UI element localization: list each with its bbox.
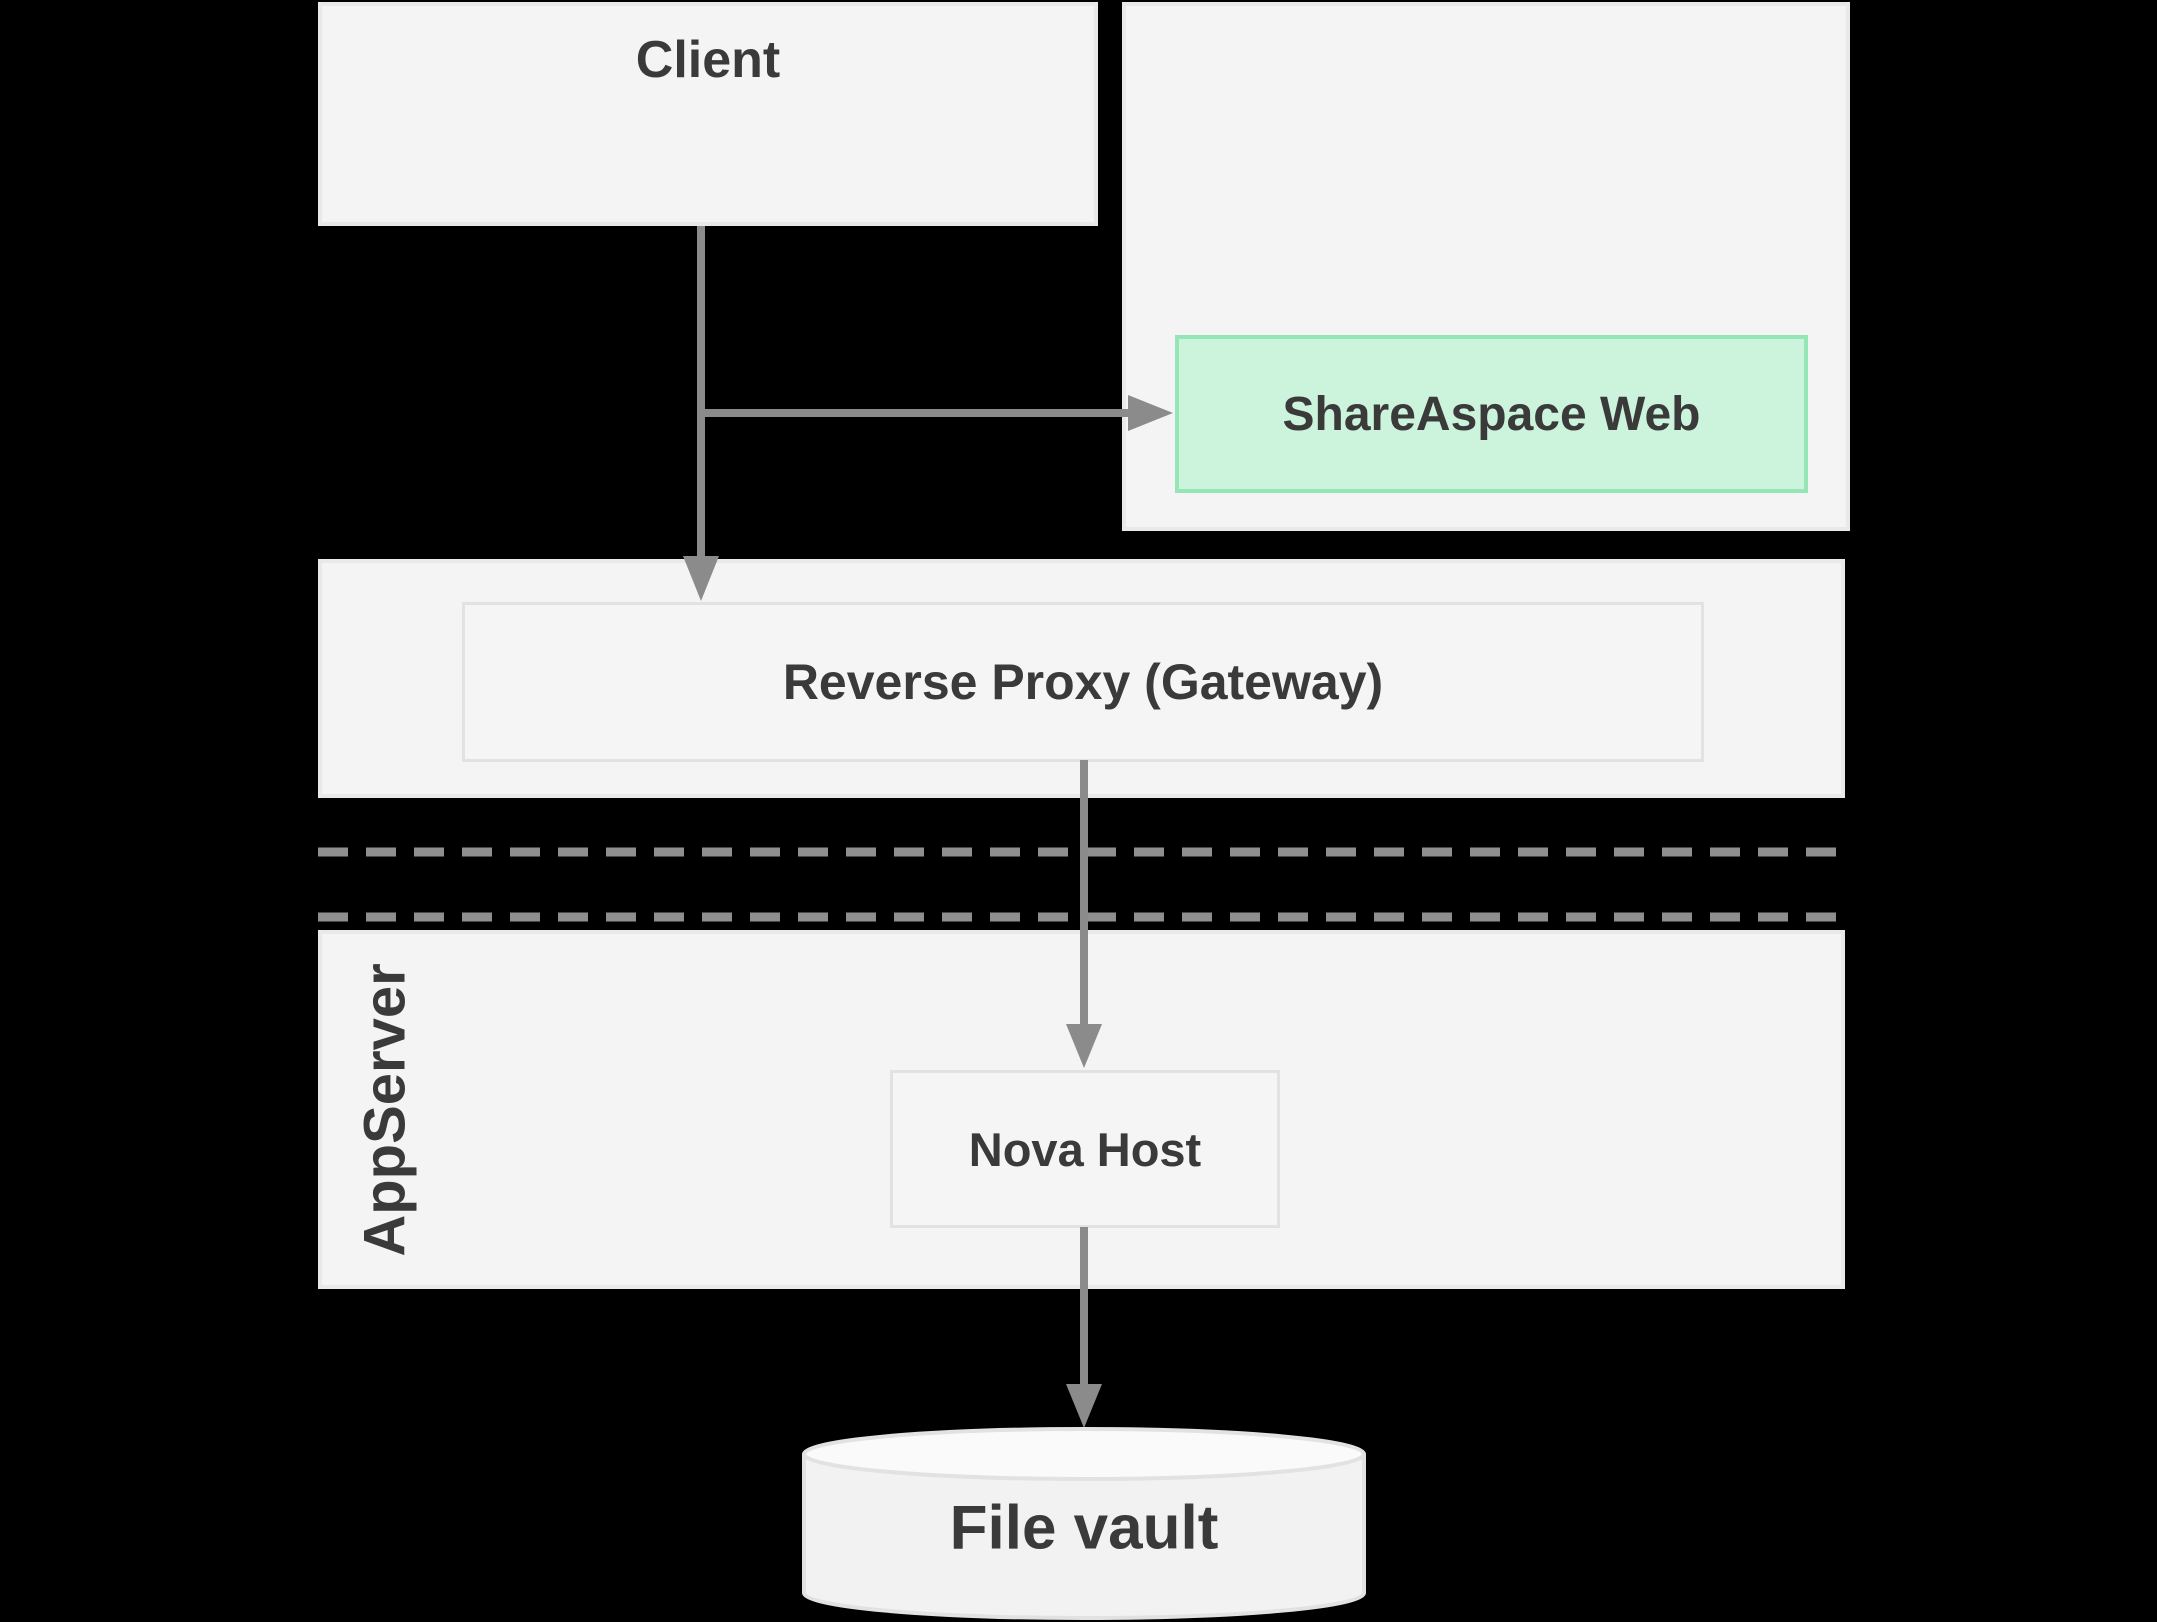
reverse-proxy-label: Reverse Proxy (Gateway) <box>782 654 1384 710</box>
nova-host-label: Nova Host <box>968 1122 1202 1176</box>
arrow-client-to-shareaspace-web <box>701 395 1173 431</box>
appserver-label: AppServer <box>352 963 418 1257</box>
node-nova-host: Nova Host <box>890 1070 1280 1228</box>
client-label: Client <box>635 31 781 89</box>
arrow-client-to-reverse-proxy <box>683 226 719 601</box>
file-vault-label: File vault <box>949 1493 1219 1563</box>
node-shareaspace-web: ShareAspace Web <box>1175 335 1808 493</box>
shareaspace-web-label: ShareAspace Web <box>1282 387 1701 441</box>
arrowhead-down-icon <box>1066 1384 1102 1428</box>
node-reverse-proxy: Reverse Proxy (Gateway) <box>462 602 1704 762</box>
node-client: Client <box>318 2 1098 226</box>
